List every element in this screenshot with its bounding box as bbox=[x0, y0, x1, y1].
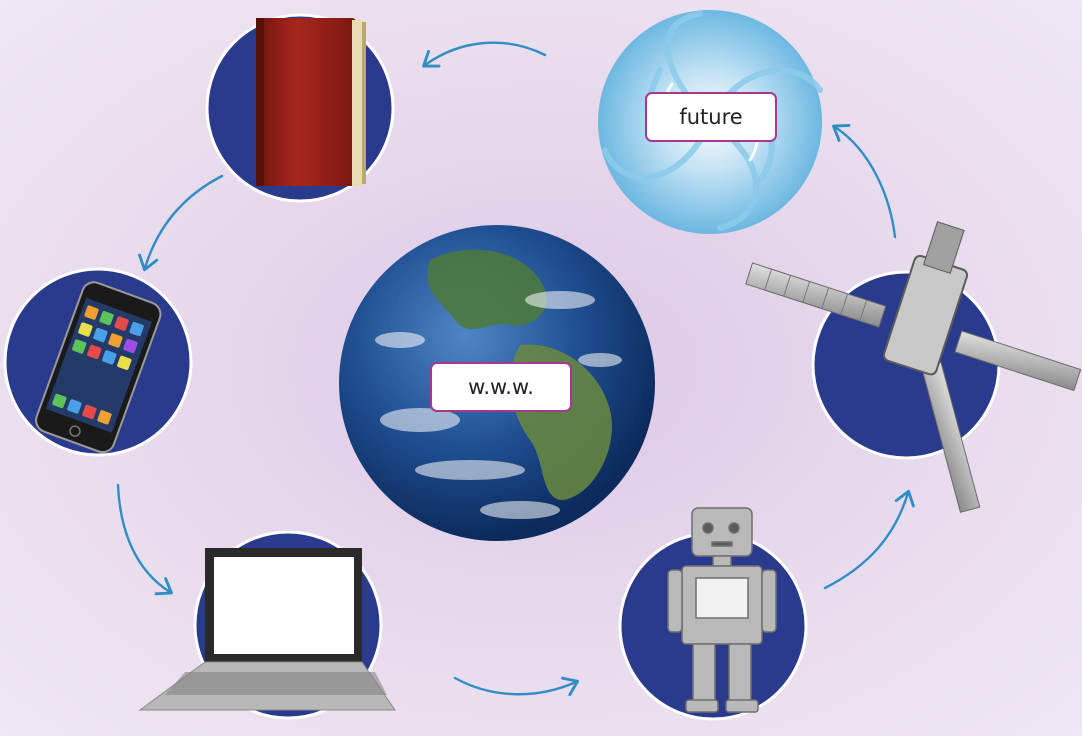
smartphone-node bbox=[3, 267, 193, 457]
smartphone-icon bbox=[35, 281, 162, 454]
www-label: w.w.w. bbox=[430, 362, 572, 412]
book-node bbox=[205, 13, 395, 203]
arrow-book-to-phone bbox=[138, 174, 224, 272]
arrow-robot-to-satellite bbox=[823, 489, 915, 590]
satellite-icon bbox=[745, 221, 1082, 513]
arrow-future-to-book bbox=[422, 41, 547, 68]
future-label: future bbox=[645, 92, 777, 142]
laptop-node bbox=[138, 530, 396, 720]
robot-icon bbox=[667, 507, 777, 713]
laptop-icon bbox=[138, 548, 396, 711]
satellite-node bbox=[745, 221, 1082, 513]
arrow-phone-to-laptop bbox=[116, 483, 173, 596]
arrow-satellite-to-future bbox=[832, 123, 897, 239]
arrow-laptop-to-robot bbox=[453, 676, 580, 697]
robot-node bbox=[618, 507, 808, 721]
cycle-arrows bbox=[116, 41, 915, 697]
book-icon bbox=[256, 18, 366, 186]
